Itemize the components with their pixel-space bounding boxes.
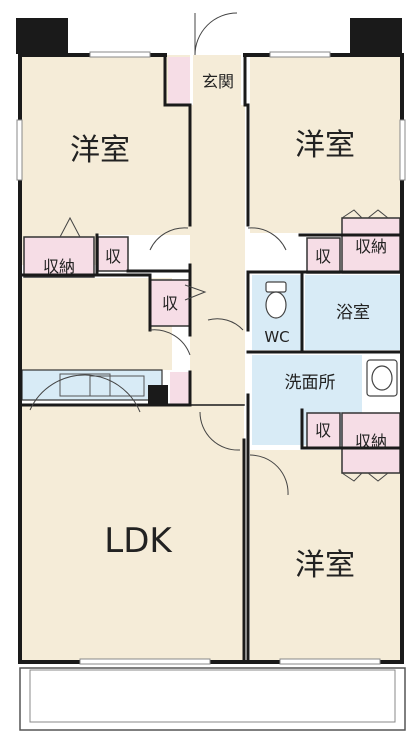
western-room-ne-label: 洋室 — [295, 128, 355, 163]
western-room-ne-floor — [250, 55, 400, 233]
ldk-floor — [22, 405, 244, 660]
windows — [16, 51, 406, 665]
wc-label: WC — [264, 328, 289, 346]
small-storage-se — [306, 412, 341, 449]
western-room-se-floor — [250, 450, 400, 660]
closet-se-label: 収納 — [355, 432, 387, 451]
corridor-floor — [22, 278, 172, 370]
western-room-se-label: 洋室 — [295, 548, 355, 583]
western-room-nw-floor — [22, 55, 190, 235]
washroom-label: 洗面所 — [285, 373, 336, 393]
western-room-nw-label: 洋室 — [70, 133, 130, 168]
closet-ne-label: 収納 — [355, 237, 387, 256]
entrance-label: 玄関 — [202, 72, 234, 91]
small-storage-ne-label: 収 — [315, 247, 331, 266]
closet-ne — [341, 217, 401, 274]
kitchen-counter-icon — [21, 369, 163, 401]
bath-floor — [305, 275, 400, 350]
balcony — [19, 667, 406, 731]
entrance-storage — [168, 57, 190, 105]
entrance-floor — [193, 55, 241, 105]
door-swing-icon — [29, 12, 389, 496]
closet-se — [341, 412, 401, 474]
washbasin-icon — [366, 359, 398, 397]
ldk-label: LDK — [104, 521, 173, 561]
toilet-icon — [265, 281, 287, 319]
hallway-floor — [190, 105, 245, 405]
hall-storage-label: 収 — [162, 294, 178, 313]
small-storage-ne — [306, 237, 341, 274]
small-storage-nw-label: 収 — [105, 247, 121, 266]
closet-nw — [23, 236, 95, 278]
small-storage-se-label: 収 — [315, 421, 331, 440]
kitchen-corner-storage — [170, 372, 190, 404]
closet-nw-label: 収納 — [43, 257, 75, 276]
bath-label: 浴室 — [336, 303, 370, 323]
